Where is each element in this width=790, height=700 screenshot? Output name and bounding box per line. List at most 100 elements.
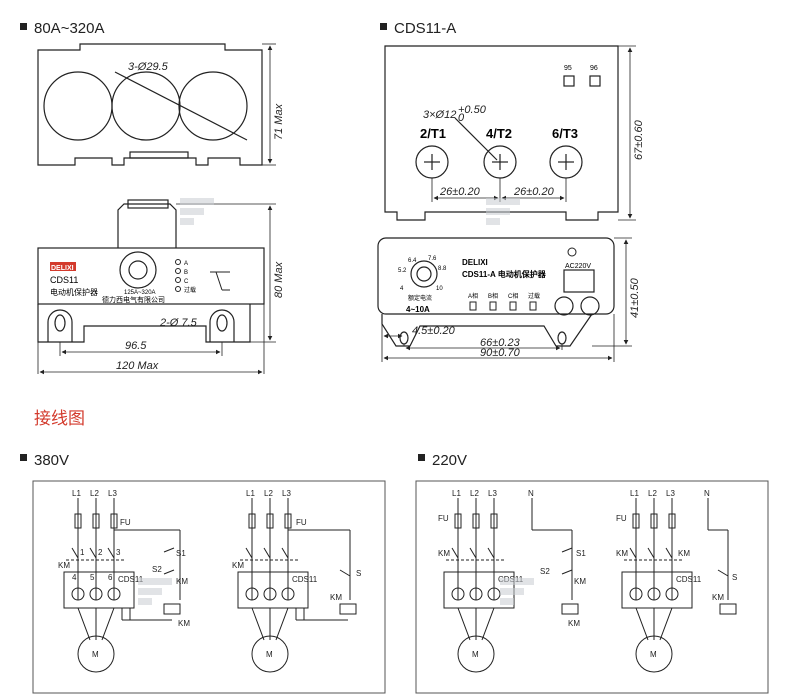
front-leds: A B C 过载	[175, 259, 196, 294]
svg-text:L1: L1	[630, 489, 639, 498]
svg-text:CDS11: CDS11	[118, 575, 144, 584]
dim-41	[592, 237, 632, 347]
dim-66: 66±0.23	[480, 337, 521, 349]
front-model: CDS11	[50, 275, 78, 285]
heading-80a-320a: 80A~320A	[20, 20, 104, 37]
svg-text:B相: B相	[488, 292, 498, 300]
svg-text:2: 2	[98, 548, 103, 557]
svg-text:M: M	[266, 650, 273, 659]
svg-text:KM: KM	[438, 549, 450, 558]
watermark-logo	[138, 198, 534, 605]
dim-120-label: 120 Max	[116, 360, 159, 372]
svg-text:5.2: 5.2	[398, 268, 407, 274]
front-r-dial-values: 6.4 7.6 5.2 8.8 4 10	[398, 256, 447, 292]
term-6t3: 6/T3	[552, 126, 578, 141]
front-r-title: CDS11-A 电动机保护器	[462, 269, 547, 279]
svg-text:S: S	[356, 569, 361, 578]
heading-380v: 380V	[20, 452, 69, 469]
labels-220v-2: L1 L2 L3 N FU KM KM CDS11 S KM M	[616, 489, 737, 659]
svg-text:FU: FU	[616, 514, 627, 523]
svg-text:过载: 过载	[528, 292, 540, 300]
front-relay-symbol	[210, 271, 230, 291]
svg-text:L2: L2	[648, 489, 657, 498]
svg-text:L3: L3	[666, 489, 675, 498]
svg-text:FU: FU	[120, 518, 131, 527]
brand-text: DELIXI	[51, 265, 74, 272]
diagram-220v-2	[621, 498, 737, 673]
svg-text:KM: KM	[232, 561, 244, 570]
svg-text:80A~320A: 80A~320A	[34, 20, 104, 37]
svg-text:L1: L1	[72, 489, 81, 498]
heading-cds11-a: CDS11-A	[380, 20, 456, 37]
svg-text:N: N	[528, 489, 534, 498]
holes-label: 3×Ø12	[423, 109, 456, 121]
svg-text:KM: KM	[330, 593, 342, 602]
pitch-2: 26±0.20	[513, 186, 555, 198]
terminal-95: 95	[564, 65, 572, 72]
top-left-front-view	[37, 199, 265, 343]
svg-text:1: 1	[80, 548, 85, 557]
svg-text:4: 4	[400, 286, 404, 292]
front-r-current-label: 额定电流	[408, 294, 432, 302]
term-2t1: 2/T1	[420, 126, 446, 141]
dim-41-label: 41±0.50	[629, 277, 641, 318]
svg-text:7.6: 7.6	[428, 256, 437, 262]
brand-badge	[50, 262, 76, 271]
dim-bottom-r	[381, 314, 615, 362]
dim-90: 90±0.70	[480, 347, 521, 359]
svg-text:L2: L2	[470, 489, 479, 498]
svg-text:KM: KM	[678, 549, 690, 558]
svg-text:KM: KM	[712, 593, 724, 602]
svg-text:220V: 220V	[432, 452, 467, 469]
svg-text:KM: KM	[58, 561, 70, 570]
heading-wiring: 接线图	[34, 409, 85, 428]
tol-up: +0.50	[458, 104, 487, 116]
svg-text:FU: FU	[296, 518, 307, 527]
svg-text:5: 5	[90, 573, 95, 582]
svg-text:M: M	[650, 650, 657, 659]
dim-4-5: 4.5±0.20	[412, 325, 456, 337]
svg-text:M: M	[92, 650, 99, 659]
svg-text:S: S	[732, 573, 737, 582]
dim-67-label: 67±0.60	[633, 119, 645, 160]
dim-2-holes-label: 2-Ø 7.5	[159, 317, 198, 329]
svg-text:4: 4	[72, 573, 77, 582]
diagram-380v-2	[237, 498, 357, 673]
svg-text:CDS11-A: CDS11-A	[394, 20, 456, 37]
pitch-1: 26±0.20	[439, 186, 481, 198]
svg-text:A相: A相	[468, 292, 478, 300]
svg-text:KM: KM	[176, 577, 188, 586]
svg-text:C: C	[184, 279, 189, 285]
heading-220v: 220V	[418, 452, 467, 469]
frame-220v	[415, 480, 769, 694]
svg-text:380V: 380V	[34, 452, 69, 469]
svg-text:L1: L1	[452, 489, 461, 498]
svg-text:L2: L2	[90, 489, 99, 498]
svg-text:M: M	[472, 650, 479, 659]
terminal-96: 96	[590, 65, 598, 72]
term-4t2: 4/T2	[486, 126, 512, 141]
top-left-top-view	[37, 43, 263, 166]
svg-text:6: 6	[108, 573, 113, 582]
dim-96-label: 96.5	[125, 340, 147, 352]
front-r-current-range: 4~10A	[406, 305, 430, 314]
dim-67	[618, 45, 636, 221]
svg-text:CDS11: CDS11	[292, 575, 318, 584]
svg-text:L3: L3	[282, 489, 291, 498]
diagram-380v-1	[63, 498, 181, 673]
svg-text:S1: S1	[576, 549, 586, 558]
svg-text:S2: S2	[540, 567, 550, 576]
svg-text:FU: FU	[438, 514, 449, 523]
dim-96	[37, 304, 265, 375]
svg-text:过载: 过载	[184, 286, 196, 294]
front-r-brand: DELIXI	[462, 258, 488, 267]
front-r-ac: AC220V	[565, 263, 591, 270]
svg-text:KM: KM	[616, 549, 628, 558]
svg-text:L2: L2	[264, 489, 273, 498]
front-range: 125A~320A	[124, 290, 156, 296]
svg-text:L3: L3	[488, 489, 497, 498]
svg-text:S1: S1	[176, 549, 186, 558]
svg-text:N: N	[704, 489, 710, 498]
svg-text:L1: L1	[246, 489, 255, 498]
